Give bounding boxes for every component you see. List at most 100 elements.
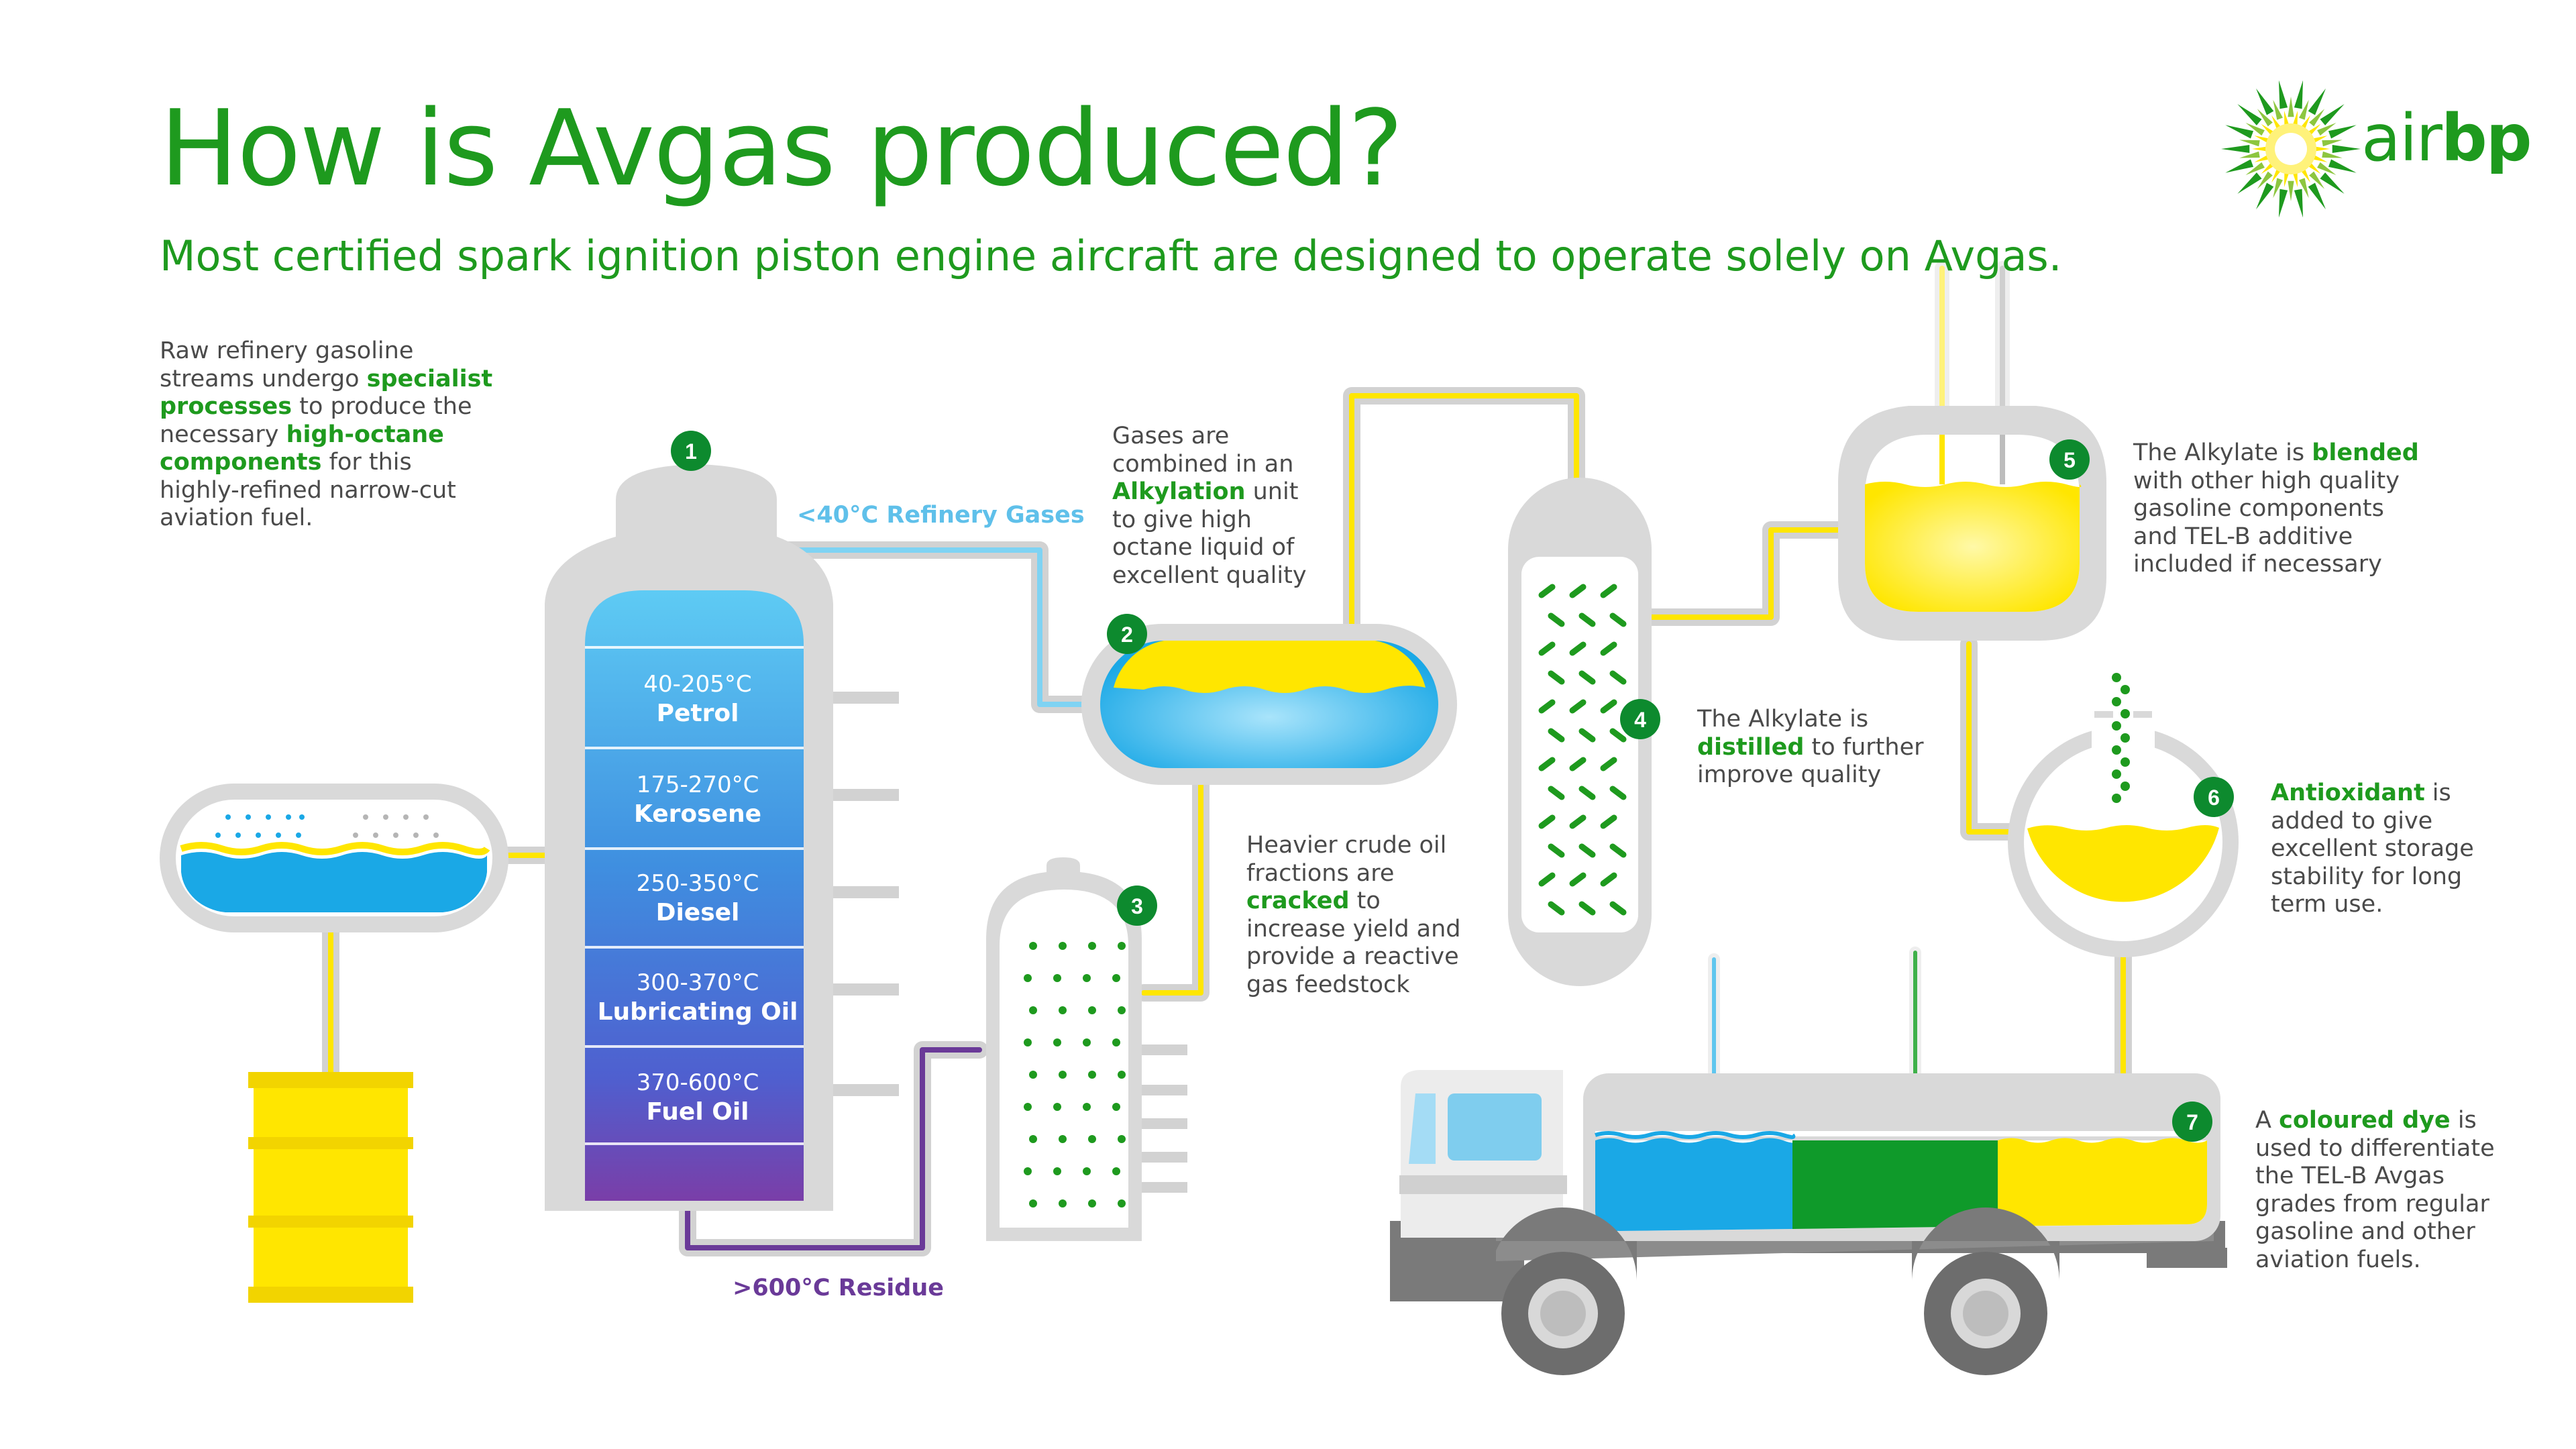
svg-text:1: 1 bbox=[685, 439, 697, 464]
oil-barrel bbox=[248, 1072, 413, 1303]
antioxidant-vessel bbox=[2008, 673, 2239, 957]
truck-wheel-front bbox=[1501, 1252, 1625, 1375]
fraction-fuel-oil: 370-600°C Fuel Oil bbox=[590, 1068, 805, 1127]
svg-text:2: 2 bbox=[1121, 623, 1133, 647]
fraction-lubricating-oil-temp: 300-370°C bbox=[636, 969, 759, 996]
text-line: Antioxidant is bbox=[2271, 780, 2451, 806]
text-line: aviation fuels. bbox=[2255, 1246, 2421, 1273]
page-subtitle: Most certified spark ignition piston eng… bbox=[160, 231, 2062, 280]
text-line: increase yield and bbox=[1246, 915, 1461, 943]
text-line: highly-refined narrow-cut bbox=[160, 476, 456, 504]
step-number-2: 2 bbox=[1107, 614, 1147, 654]
text-line: gasoline and other bbox=[2255, 1218, 2475, 1245]
text-line: distilled to further bbox=[1697, 733, 1924, 761]
fraction-diesel: 250-350°C Diesel bbox=[590, 869, 805, 928]
step-number-1: 1 bbox=[671, 431, 711, 471]
cracker-vessel bbox=[986, 857, 1142, 1241]
brand-air: air bbox=[2361, 101, 2443, 176]
fraction-petrol: 40-205°C Petrol bbox=[590, 669, 805, 729]
antioxidant-drops bbox=[2112, 673, 2130, 803]
text-line: with other high quality bbox=[2133, 467, 2400, 494]
blender-vessel bbox=[1838, 406, 2106, 641]
text-line: Raw refinery gasoline bbox=[160, 337, 414, 364]
fraction-lubricating-oil-name: Lubricating Oil bbox=[597, 998, 798, 1026]
text-line: necessary high-octane bbox=[160, 421, 444, 448]
text-line: and TEL-B additive bbox=[2133, 523, 2353, 550]
text-line: the TEL-B Avgas bbox=[2255, 1163, 2445, 1189]
fraction-petrol-name: Petrol bbox=[656, 700, 739, 727]
text-line: fractions are bbox=[1246, 859, 1395, 887]
text-line: improve quality bbox=[1697, 761, 1882, 788]
step-number-7: 7 bbox=[2172, 1102, 2212, 1142]
step-number-5: 5 bbox=[2049, 439, 2090, 480]
fuel-truck bbox=[1390, 1070, 2227, 1375]
bp-helios-icon bbox=[2221, 80, 2361, 218]
text-line: added to give bbox=[2271, 807, 2433, 835]
pipe-residue bbox=[679, 1041, 988, 1256]
column-dividers bbox=[585, 646, 804, 1145]
distillation-column bbox=[545, 464, 833, 1211]
pipe-cracker-to-drum bbox=[1135, 776, 1210, 1002]
text-line: to give high bbox=[1112, 506, 1252, 533]
step-circles: 1 2 3 4 5 6 7 bbox=[671, 431, 2234, 1142]
fraction-lubricating-oil: 300-370°C Lubricating Oil bbox=[590, 968, 805, 1027]
alkylation-drum bbox=[1081, 624, 1457, 785]
svg-text:5: 5 bbox=[2063, 448, 2076, 472]
text-line: stability for long bbox=[2271, 863, 2463, 890]
text-line: components for this bbox=[160, 449, 412, 476]
text-line: cracked to bbox=[1246, 888, 1381, 914]
crude-tank-bubbles bbox=[215, 814, 439, 838]
distiller-packing bbox=[1538, 584, 1627, 916]
crude-tank bbox=[160, 784, 508, 932]
svg-text:3: 3 bbox=[1131, 894, 1143, 918]
cracker-outlets bbox=[1140, 1044, 1187, 1193]
text-line: gas feedstock bbox=[1246, 971, 1410, 998]
fraction-kerosene-temp: 175-270°C bbox=[636, 771, 759, 798]
fraction-diesel-temp: 250-350°C bbox=[636, 870, 759, 897]
column-outlets bbox=[828, 692, 899, 1096]
text-line: grades from regular bbox=[2255, 1190, 2489, 1218]
fraction-fuel-oil-name: Fuel Oil bbox=[646, 1098, 749, 1126]
text-line: excellent quality bbox=[1112, 561, 1307, 589]
text-line: aviation fuel. bbox=[160, 504, 313, 531]
residue-label: >600°C Residue bbox=[733, 1275, 944, 1301]
text-line: Gases are bbox=[1112, 423, 1230, 449]
text-line: octane liquid of bbox=[1112, 534, 1295, 561]
text-line: used to differentiate bbox=[2255, 1134, 2495, 1162]
text-line: The Alkylate is bbox=[1697, 706, 1869, 733]
fraction-fuel-oil-temp: 370-600°C bbox=[636, 1069, 759, 1096]
text-line: included if necessary bbox=[2133, 551, 2382, 578]
fraction-petrol-temp: 40-205°C bbox=[643, 671, 752, 698]
fraction-diesel-name: Diesel bbox=[655, 899, 740, 926]
pipe-drum-to-distiller bbox=[1343, 387, 1585, 633]
text-line: A coloured dye is bbox=[2255, 1107, 2477, 1134]
fraction-kerosene: 175-270°C Kerosene bbox=[590, 770, 805, 829]
truck-wheel-rear bbox=[1924, 1252, 2047, 1375]
text-line: gasoline components bbox=[2133, 495, 2384, 522]
fraction-kerosene-name: Kerosene bbox=[633, 800, 762, 828]
refinery-gases-label: <40°C Refinery Gases bbox=[797, 502, 1085, 529]
text-line: Heavier crude oil bbox=[1246, 832, 1447, 859]
air-bp-wordmark: airbp bbox=[2361, 101, 2532, 176]
svg-text:7: 7 bbox=[2186, 1110, 2198, 1134]
text-line: provide a reactive bbox=[1246, 943, 1459, 970]
pipe-distiller-to-blender bbox=[1642, 521, 1860, 626]
text-line: term use. bbox=[2271, 891, 2383, 918]
svg-text:6: 6 bbox=[2208, 786, 2220, 810]
text-line: excellent storage bbox=[2271, 835, 2474, 862]
text-line: Alkylation unit bbox=[1112, 478, 1299, 505]
step-number-3: 3 bbox=[1117, 885, 1157, 926]
text-line: combined in an bbox=[1112, 450, 1294, 478]
page-title: How is Avgas produced? bbox=[160, 87, 1403, 209]
svg-text:4: 4 bbox=[1634, 708, 1646, 732]
text-line: The Alkylate is blended bbox=[2133, 439, 2419, 466]
brand-bp: bp bbox=[2440, 101, 2532, 176]
